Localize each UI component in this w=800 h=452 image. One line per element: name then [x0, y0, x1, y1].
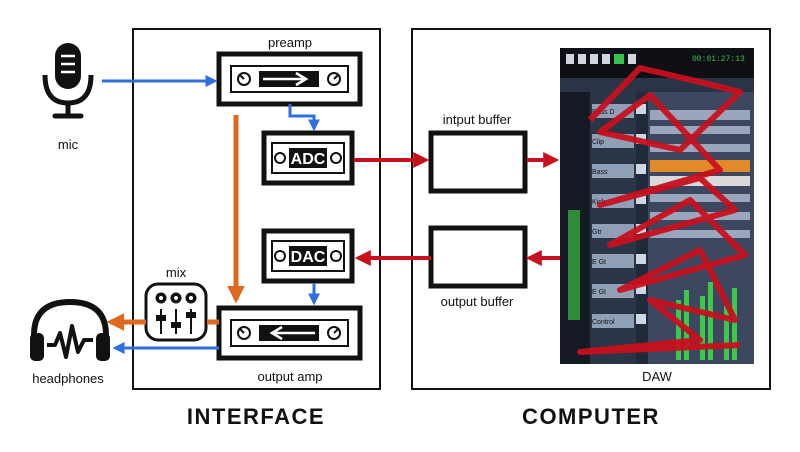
preamp-label: preamp — [267, 35, 313, 50]
output-buffer-box — [428, 225, 528, 289]
daw-track-name: Control — [592, 319, 615, 326]
daw-screenshot: 00:01:27:13 — [560, 48, 754, 364]
red-signal-arrows — [354, 152, 560, 266]
preamp-unit — [216, 51, 363, 107]
daw-processing-scribble — [577, 65, 748, 355]
input-buffer-box — [428, 130, 528, 194]
microphone-icon — [42, 43, 94, 119]
mic-label: mic — [57, 137, 79, 152]
daw-timecode: 00:01:27:13 — [692, 55, 745, 64]
daw-track-name: Bass D — [592, 109, 615, 116]
daw-track-name: Gtr — [592, 229, 602, 236]
output-amp-label: output amp — [257, 369, 323, 384]
computer-section-box — [411, 28, 771, 390]
adc-unit: ADC — [261, 130, 355, 186]
mix-unit — [144, 282, 208, 342]
daw-track-name: E Gt — [592, 259, 606, 266]
interface-section-box — [132, 28, 381, 390]
output-buffer-label: output buffer — [440, 294, 514, 309]
dac-unit: DAC — [261, 228, 355, 284]
interface-section-title: INTERFACE — [186, 404, 326, 429]
blue-signal-arrows — [102, 75, 320, 354]
dac-label: DAC — [291, 249, 326, 266]
input-buffer-label: intput buffer — [442, 112, 512, 127]
daw-track-name: E Gt — [592, 289, 606, 296]
orange-signal-arrows — [106, 115, 245, 331]
computer-section-title: COMPUTER — [522, 404, 660, 429]
daw-track-name: Bass — [592, 169, 608, 176]
output-amp-unit — [216, 305, 363, 361]
headphones-label: headphones — [32, 371, 104, 386]
headphones-icon — [30, 298, 110, 361]
daw-label: DAW — [642, 369, 672, 384]
mix-label: mix — [165, 265, 187, 280]
daw-track-name: Clip — [592, 139, 604, 146]
adc-label: ADC — [291, 151, 326, 168]
